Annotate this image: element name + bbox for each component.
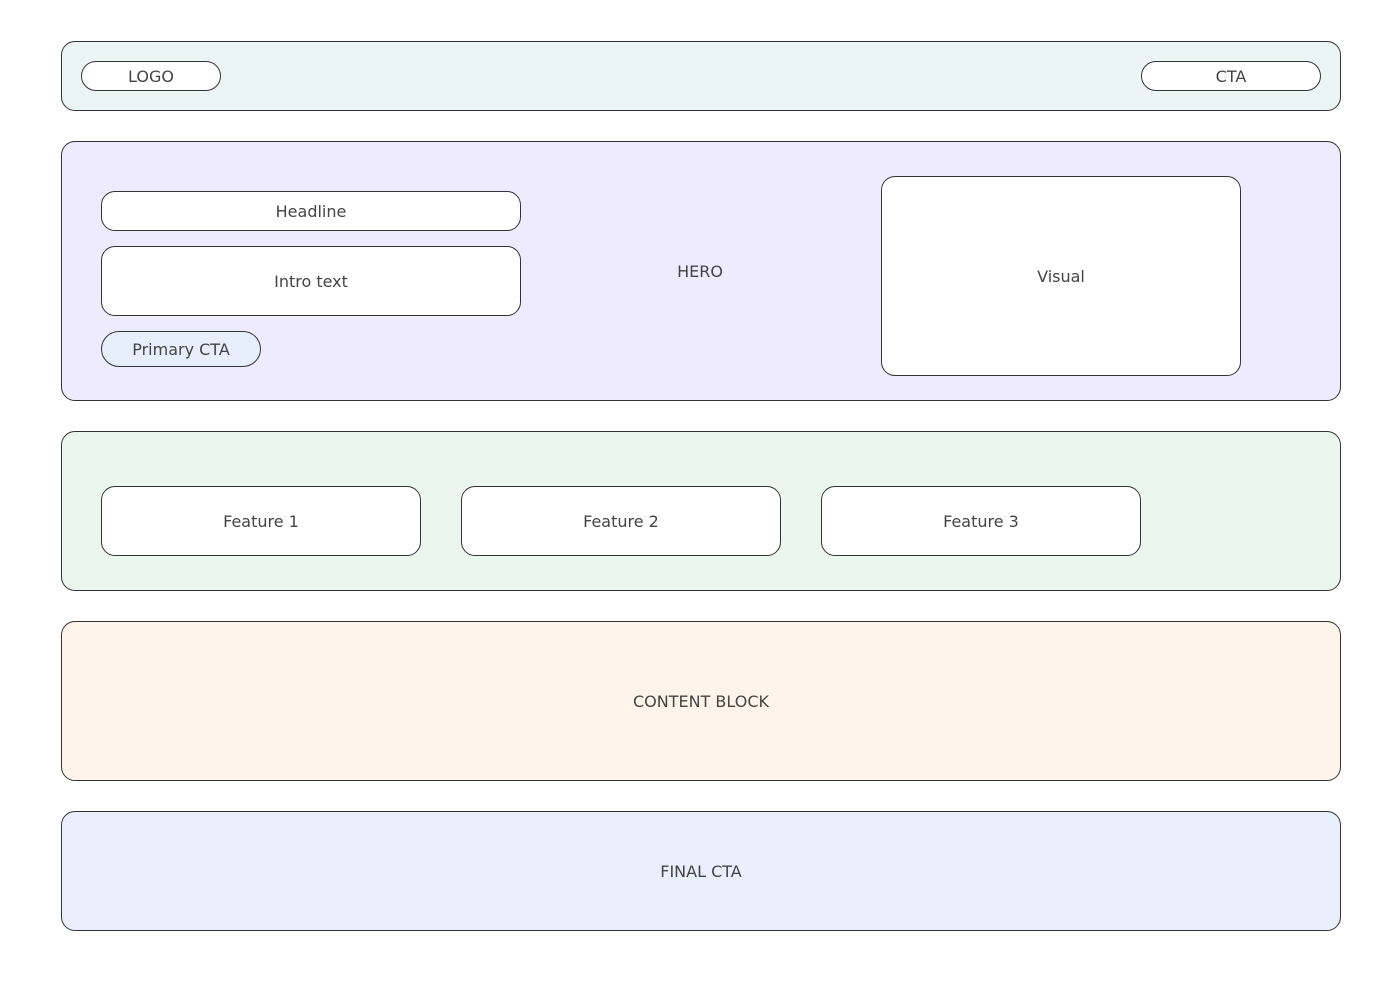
intro-text-placeholder: Intro text bbox=[101, 246, 521, 316]
intro-text-label: Intro text bbox=[274, 271, 348, 291]
feature-card: Feature 1 bbox=[101, 486, 421, 556]
final-cta-section: FINAL CTA bbox=[61, 811, 1341, 931]
feature-card: Feature 2 bbox=[461, 486, 781, 556]
feature-card-label: Feature 2 bbox=[583, 511, 659, 531]
logo-placeholder[interactable]: LOGO bbox=[81, 61, 221, 91]
feature-card-label: Feature 3 bbox=[943, 511, 1019, 531]
visual-placeholder: Visual bbox=[881, 176, 1241, 376]
primary-cta-label: Primary CTA bbox=[132, 339, 230, 359]
final-cta-label: FINAL CTA bbox=[660, 861, 742, 881]
content-block-section: CONTENT BLOCK bbox=[61, 621, 1341, 781]
headline-placeholder: Headline bbox=[101, 191, 521, 231]
header-section bbox=[61, 41, 1341, 111]
logo-label: LOGO bbox=[128, 66, 174, 86]
headline-label: Headline bbox=[275, 201, 347, 221]
feature-card: Feature 3 bbox=[821, 486, 1141, 556]
hero-label: HERO bbox=[677, 261, 723, 281]
header-cta-button[interactable]: CTA bbox=[1141, 61, 1321, 91]
header-cta-label: CTA bbox=[1215, 66, 1247, 86]
content-block-label: CONTENT BLOCK bbox=[632, 691, 770, 711]
visual-label: Visual bbox=[1037, 266, 1085, 286]
feature-card-label: Feature 1 bbox=[223, 511, 299, 531]
primary-cta-button[interactable]: Primary CTA bbox=[101, 331, 261, 367]
